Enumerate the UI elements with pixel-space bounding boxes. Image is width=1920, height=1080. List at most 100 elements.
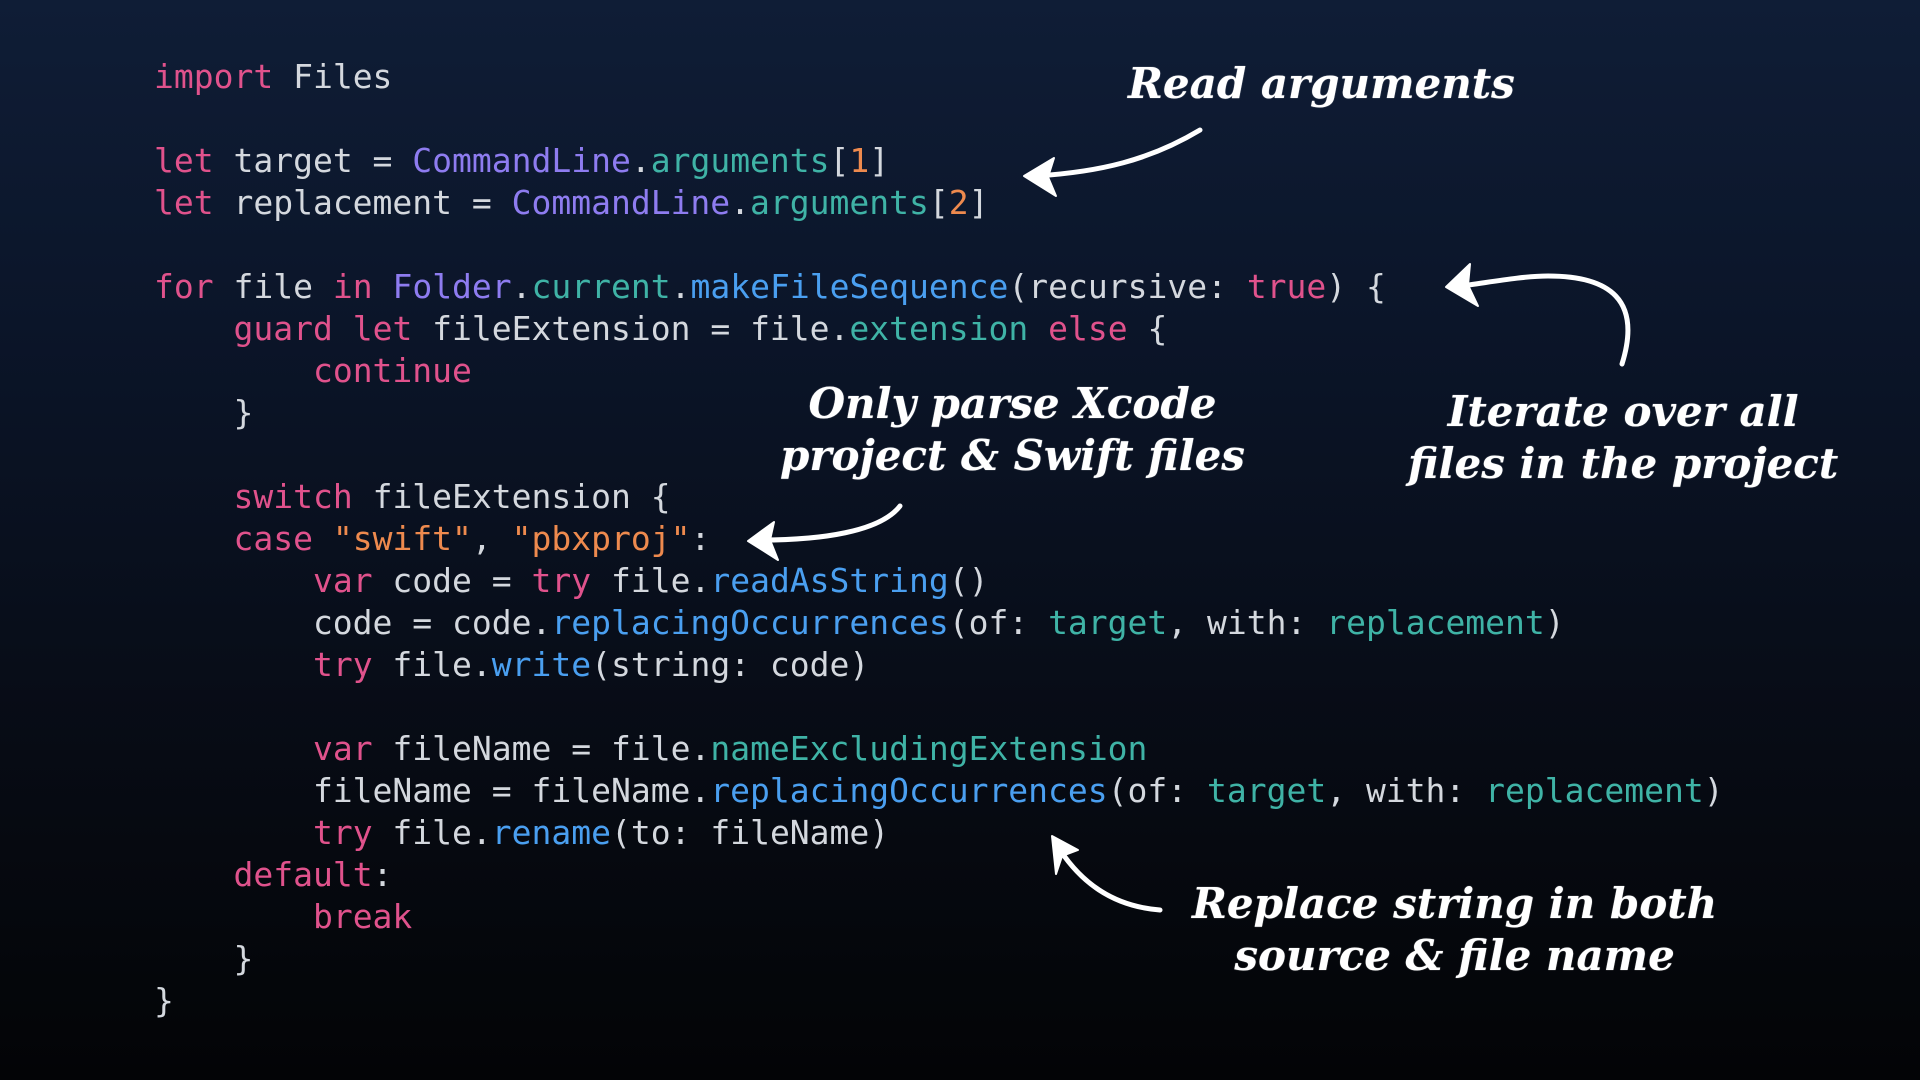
code-token: ] [869,141,890,180]
code-block: import Files let target = CommandLine.ar… [154,56,1724,1022]
code-token: replacement [1485,771,1704,810]
code-line: for file in Folder.current.makeFileSeque… [154,266,1724,308]
code-token: fileName = fileName. [154,771,711,810]
annotation-iterate-files: Iterate over all files in the project [1408,386,1838,490]
code-token: ) { [1326,267,1386,306]
code-token: readAsString [710,561,949,600]
code-token: write [491,645,592,684]
code-line: switch fileExtension { [154,476,1724,518]
code-line: import Files [154,56,1724,98]
code-token: makeFileSequence [690,267,1009,306]
code-token: try [312,645,373,684]
code-token: replacingOccurrences [710,771,1108,810]
code-token: . [730,183,751,222]
code-token: file. [591,561,711,600]
code-token: code = [372,561,532,600]
code-token: (string: code) [591,645,870,684]
code-line: let target = CommandLine.arguments[1] [154,140,1724,182]
code-line: var fileName = file.nameExcludingExtensi… [154,728,1724,770]
code-token: . [511,267,532,306]
code-token: "swift" [332,519,472,558]
code-token [154,309,233,348]
code-token: switch [233,477,353,516]
code-line: continue [154,350,1724,392]
code-line: try file.write(string: code) [154,644,1724,686]
code-token: } [154,981,174,1020]
annotation-line: project & Swift files [780,431,1245,480]
code-token: fileExtension = file. [412,309,850,348]
code-token [154,519,233,558]
code-token: replacement = [213,183,512,222]
code-token: var [312,729,373,768]
code-token: current [531,267,671,306]
code-token: CommandLine [511,183,731,222]
code-token: in [332,267,373,306]
code-token: else [1048,309,1128,348]
code-token: true [1246,267,1327,306]
code-token: file. [372,645,492,684]
code-token: (recursive: [1008,267,1247,306]
code-token: ] [968,183,989,222]
annotation-line: Only parse Xcode [808,379,1217,428]
code-token: default [233,855,373,894]
code-token: ) [1703,771,1724,810]
code-line: code = code.replacingOccurrences(of: tar… [154,602,1724,644]
code-line: default: [154,854,1724,896]
code-token: target [1207,771,1327,810]
code-token [154,813,313,852]
code-token [313,519,333,558]
code-token: . [670,267,691,306]
code-token: replacement [1326,603,1545,642]
code-line [154,224,1724,266]
code-token: : [372,855,393,894]
code-token: 1 [849,141,870,180]
code-token: , with: [1167,603,1327,642]
code-token [333,309,353,348]
code-token: replacingOccurrences [551,603,949,642]
code-token: var [312,561,373,600]
code-token: 2 [948,183,969,222]
code-token: nameExcludingExtension [710,729,1148,768]
code-token: "pbxproj" [511,519,691,558]
code-token: extension [849,309,1029,348]
code-token [154,729,313,768]
code-token: [ [928,183,949,222]
code-line: var code = try file.readAsString() [154,560,1724,602]
code-token: import [154,57,274,96]
code-token: (of: [1107,771,1207,810]
code-token: target = [213,141,413,180]
code-token [154,855,233,894]
annotation-only-parse: Only parse Xcode project & Swift files [780,378,1245,482]
code-token: CommandLine [412,141,631,180]
code-line [154,686,1724,728]
code-token: for [154,267,214,306]
code-token: . [630,141,651,180]
code-token: rename [491,813,611,852]
code-token: ) [1544,603,1565,642]
code-token: (to: fileName) [611,813,890,852]
code-token: Files [273,57,393,96]
code-line: } [154,392,1724,434]
annotation-line: Iterate over all [1447,387,1799,436]
code-token: } [154,939,254,978]
code-token: { [1127,309,1168,348]
code-line: } [154,938,1724,980]
annotation-replace-string: Replace string in both source & file nam… [1192,878,1717,982]
code-token: () [948,561,989,600]
code-token [154,351,313,390]
code-token: fileExtension { [352,477,671,516]
code-token: arguments [650,141,830,180]
code-token: guard [233,309,333,348]
annotation-read-arguments: Read arguments [1128,58,1515,110]
annotation-line: Read arguments [1128,59,1515,108]
code-token: let [154,183,214,222]
code-token: continue [312,351,472,390]
code-line: fileName = fileName.replacingOccurrences… [154,770,1724,812]
code-token: } [154,393,254,432]
code-token: file. [372,813,492,852]
code-token [373,267,393,306]
code-token: , with: [1326,771,1486,810]
code-token: case [233,519,313,558]
annotation-line: files in the project [1408,439,1839,488]
code-token: : [690,519,711,558]
